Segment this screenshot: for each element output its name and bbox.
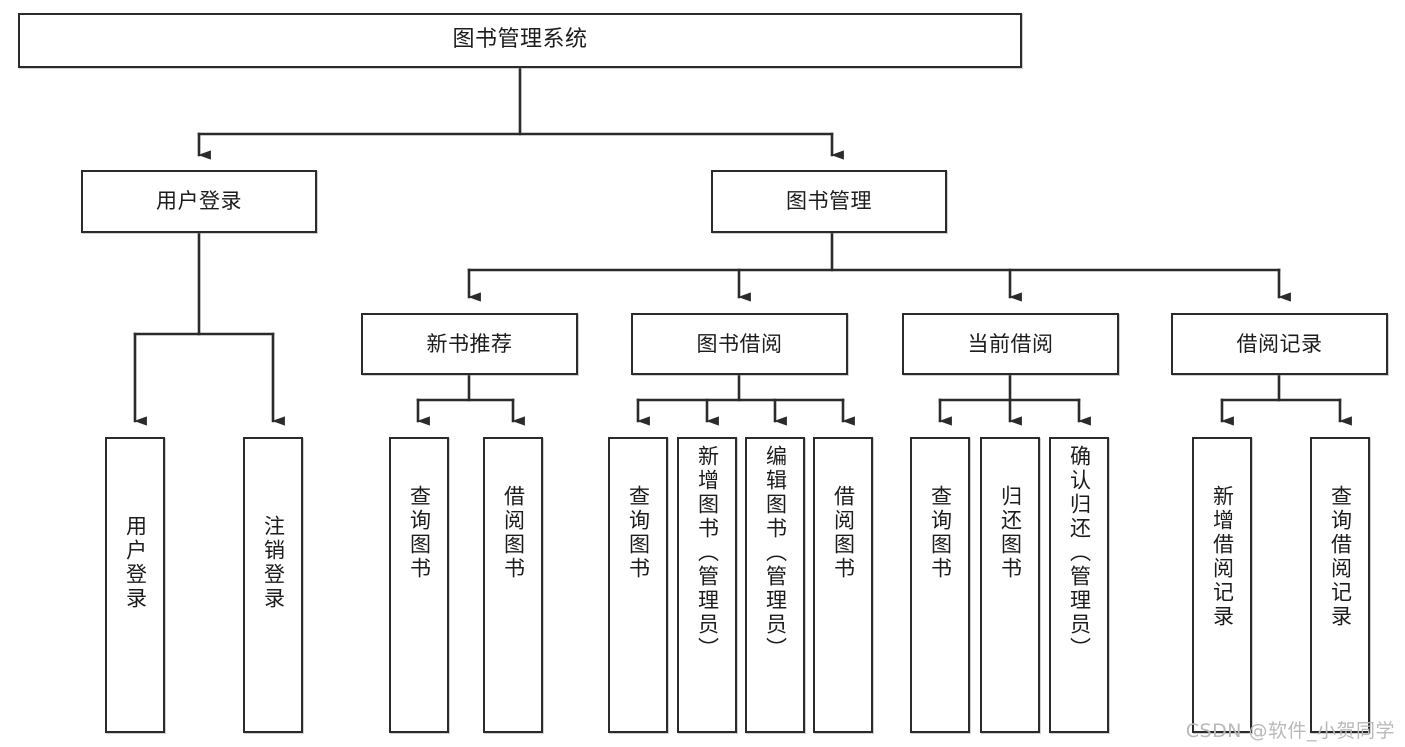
node-label: 借阅图书	[501, 485, 526, 581]
node-root-system[interactable]: 图书管理系统	[18, 13, 1022, 68]
node-label: 确认归还（管理员）	[1067, 445, 1092, 661]
node-label: 图书管理系统	[452, 27, 588, 53]
node-label: 图书借阅	[696, 331, 783, 356]
node-label: 借阅记录	[1236, 331, 1323, 356]
node-label: 用户登录	[156, 189, 242, 214]
node-label: 查询图书	[626, 485, 651, 581]
node-leaf-borrow-book-1[interactable]: 借阅图书	[483, 437, 543, 733]
node-leaf-query-record[interactable]: 查询借阅记录	[1310, 437, 1370, 733]
node-leaf-add-book[interactable]: 新增图书（管理员）	[677, 437, 737, 733]
node-label: 用户登录	[123, 515, 148, 611]
node-label: 图书管理	[786, 189, 872, 214]
node-label: 编辑图书（管理员）	[763, 445, 788, 661]
node-borrow-record[interactable]: 借阅记录	[1171, 313, 1388, 375]
node-leaf-query-book-3[interactable]: 查询图书	[910, 437, 970, 733]
node-new-book-recommend[interactable]: 新书推荐	[361, 313, 578, 375]
watermark-text: CSDN @软件_小贺同学	[1185, 720, 1395, 742]
node-leaf-query-book-2[interactable]: 查询图书	[608, 437, 668, 733]
node-label: 查询图书	[928, 485, 953, 581]
node-label: 归还图书	[998, 485, 1023, 581]
node-label: 查询图书	[407, 485, 432, 581]
node-leaf-confirm-return[interactable]: 确认归还（管理员）	[1049, 437, 1109, 733]
node-leaf-user-login[interactable]: 用户登录	[105, 437, 165, 733]
node-leaf-query-book-1[interactable]: 查询图书	[389, 437, 449, 733]
node-leaf-add-record[interactable]: 新增借阅记录	[1192, 437, 1252, 733]
node-leaf-edit-book[interactable]: 编辑图书（管理员）	[745, 437, 805, 733]
node-label: 借阅图书	[831, 485, 856, 581]
node-leaf-return-book[interactable]: 归还图书	[980, 437, 1040, 733]
node-current-borrow[interactable]: 当前借阅	[902, 313, 1119, 375]
node-label: 新书推荐	[426, 331, 513, 356]
node-label: 当前借阅	[967, 331, 1054, 356]
node-label: 注销登录	[261, 515, 286, 611]
node-user-login[interactable]: 用户登录	[81, 170, 317, 233]
node-leaf-borrow-book-2[interactable]: 借阅图书	[813, 437, 873, 733]
node-label: 新增图书（管理员）	[695, 445, 720, 661]
node-leaf-logout-login[interactable]: 注销登录	[243, 437, 303, 733]
node-book-borrow[interactable]: 图书借阅	[631, 313, 848, 375]
node-label: 新增借阅记录	[1210, 485, 1235, 629]
node-label: 查询借阅记录	[1328, 485, 1353, 629]
node-book-management[interactable]: 图书管理	[711, 170, 947, 233]
